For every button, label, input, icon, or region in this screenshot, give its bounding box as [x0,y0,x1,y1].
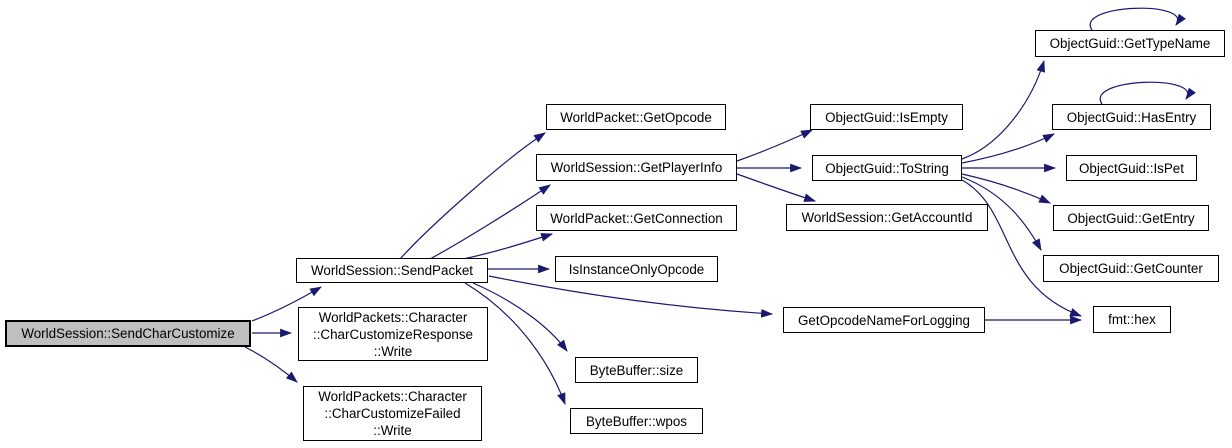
edge-gettypename-self-loop [1089,7,1186,31]
edge-sendpacket-getopcode [399,132,546,260]
node-objectguid-gettypename[interactable]: ObjectGuid::GetTypeName [1035,30,1225,57]
edge-tostring-getentry [961,173,1051,204]
edge-hasentry-self-loop [1099,81,1196,105]
node-charcustomizeresponse-write[interactable]: WorldPackets::Character ::CharCustomizeR… [298,307,488,361]
edge-tostring-hasentry [961,133,1055,164]
edge-sendpacket-getplayerinfo [429,184,551,260]
edge-getplayerinfo-getaccountid [736,173,817,202]
node-worldsession-getaccountid[interactable]: WorldSession::GetAccountId [786,204,988,231]
node-worldsession-getplayerinfo[interactable]: WorldSession::GetPlayerInfo [536,154,737,181]
edge-sendpacket-getconnection [462,233,554,260]
node-charcustomizefailed-write[interactable]: WorldPackets::Character ::CharCustomizeF… [303,386,482,441]
edge-tostring-fmthex [961,179,1083,317]
node-bytebuffer-size[interactable]: ByteBuffer::size [575,357,698,383]
edge-sendcharcustomize-charcustomizefailed-write [244,346,298,383]
edge-sendpacket-bytebuffer-wpos [464,282,566,406]
edge-tostring-getcounter [961,176,1042,251]
node-objectguid-getcounter[interactable]: ObjectGuid::GetCounter [1043,255,1219,282]
node-objectguid-isempty[interactable]: ObjectGuid::IsEmpty [810,104,963,130]
node-fmt-hex[interactable]: fmt::hex [1093,306,1171,333]
node-getopcodenameforlogging[interactable]: GetOpcodeNameForLogging [783,307,985,333]
node-worldpacket-getconnection[interactable]: WorldPacket::GetConnection [536,205,737,231]
node-objectguid-getentry[interactable]: ObjectGuid::GetEntry [1053,205,1209,231]
node-worldsession-sendpacket[interactable]: WorldSession::SendPacket [296,258,488,283]
node-worldpacket-getopcode[interactable]: WorldPacket::GetOpcode [546,104,726,130]
node-worldsession-sendcharcustomize: WorldSession::SendCharCustomize [5,320,251,347]
edge-sendpacket-getopcodenameforlogging [488,275,774,318]
node-objectguid-tostring[interactable]: ObjectGuid::ToString [812,155,962,181]
edge-getplayerinfo-isempty [736,129,813,162]
edge-sendpacket-bytebuffer-size [472,282,568,352]
edge-sendcharcustomize-sendpacket [251,286,322,322]
node-isinstanceonlyopcode[interactable]: IsInstanceOnlyOpcode [555,256,718,282]
edge-tostring-gettypename [961,59,1045,160]
node-objectguid-hasentry[interactable]: ObjectGuid::HasEntry [1052,104,1211,130]
node-objectguid-ispet[interactable]: ObjectGuid::IsPet [1066,155,1197,181]
node-bytebuffer-wpos[interactable]: ByteBuffer::wpos [570,408,703,434]
